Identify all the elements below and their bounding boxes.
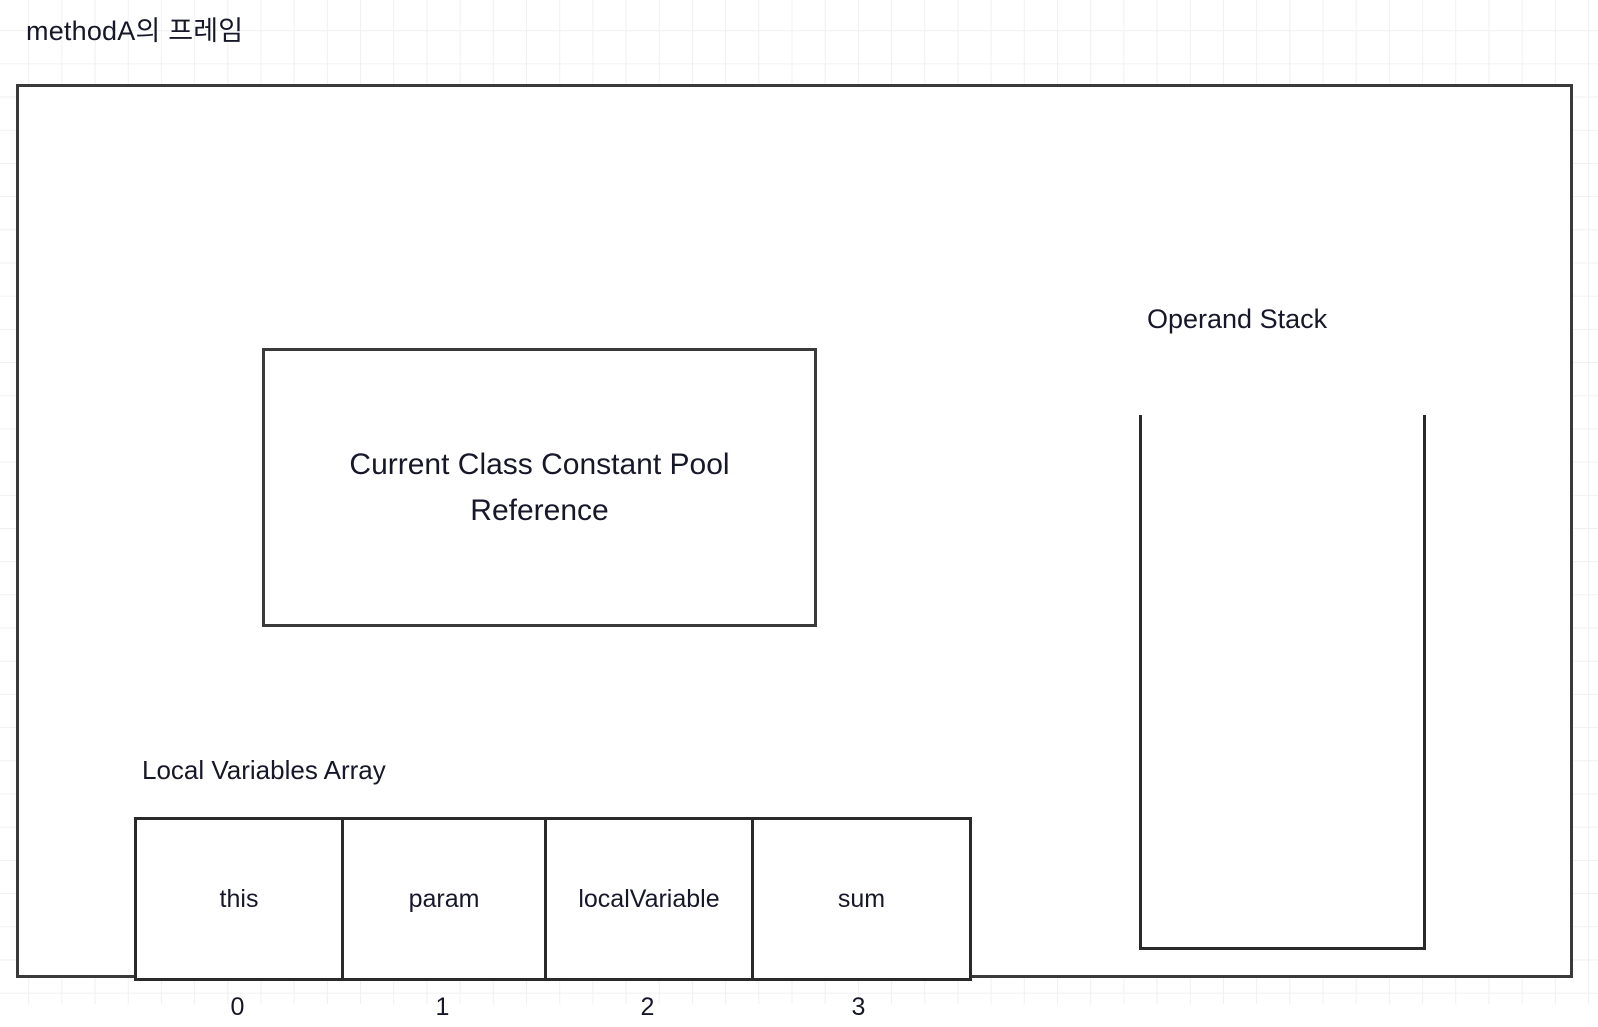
local-variable-slot-2: localVariable — [547, 820, 754, 978]
local-variable-index-3: 3 — [851, 992, 866, 1021]
local-variable-slot-3: sum — [754, 820, 969, 978]
local-variable-index-0: 0 — [230, 992, 245, 1021]
local-variables-index-row: 0 1 2 3 — [134, 987, 972, 1027]
local-variable-slot-1: param — [344, 820, 547, 978]
local-variable-index-1: 1 — [435, 992, 450, 1021]
local-variable-slot-2-value: localVariable — [578, 884, 720, 913]
local-variable-slot-0: this — [137, 820, 344, 978]
local-variable-slot-3-value: sum — [837, 884, 886, 913]
local-variables-array-title: Local Variables Array — [142, 755, 386, 785]
local-variables-array-table: this param localVariable sum — [134, 817, 972, 981]
local-variable-index-2: 2 — [640, 992, 655, 1021]
operand-stack-title: Operand Stack — [1147, 304, 1328, 334]
constant-pool-reference-label: Current Class Constant Pool Reference — [349, 447, 730, 527]
local-variable-slot-1-value: param — [408, 884, 480, 913]
operand-stack-container — [1139, 415, 1426, 950]
stack-frame-container: Current Class Constant Pool Reference Lo… — [16, 84, 1573, 1021]
diagram-title: methodA의 프레임 — [26, 16, 244, 46]
local-variable-slot-0-value: this — [219, 884, 259, 913]
constant-pool-reference-box: Current Class Constant Pool Reference — [262, 348, 817, 627]
